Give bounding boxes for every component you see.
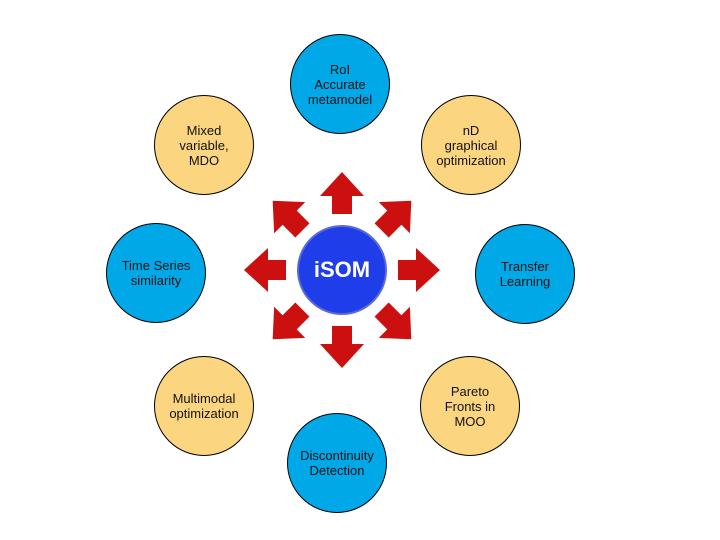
node-label: Transfer Learning: [499, 259, 551, 289]
arrow-right: [398, 248, 440, 292]
node-multimodal-optimization: Multimodal optimization: [154, 356, 254, 456]
node-nd-graphical-optimization: nD graphical optimization: [421, 95, 521, 195]
arrow-up-left: [272, 200, 310, 238]
node-label: Discontinuity Detection: [300, 448, 374, 478]
node-label: RoI Accurate metamodel: [307, 61, 373, 107]
arrow-down-left: [272, 302, 310, 340]
node-label: Multimodal optimization: [169, 391, 239, 421]
node-label: Time Series similarity: [121, 258, 191, 288]
node-transfer-learning: Transfer Learning: [475, 224, 575, 324]
node-discontinuity-detection: Discontinuity Detection: [287, 413, 387, 513]
arrow-up: [320, 172, 364, 214]
hub-isom: iSOM: [297, 225, 387, 315]
arrow-down: [320, 326, 364, 368]
node-pareto-fronts: Pareto Fronts in MOO: [420, 356, 520, 456]
arrow-up-right: [374, 200, 412, 238]
node-time-series-similarity: Time Series similarity: [106, 223, 206, 323]
node-roi-metamodel: RoI Accurate metamodel: [290, 34, 390, 134]
hub-label: iSOM: [313, 257, 371, 282]
node-label: Pareto Fronts in MOO: [444, 383, 496, 429]
node-label: Mixed variable, MDO: [179, 122, 229, 168]
arrow-down-right: [374, 302, 412, 340]
node-label: nD graphical optimization: [436, 122, 506, 168]
node-mixed-variable-mdo: Mixed variable, MDO: [154, 95, 254, 195]
arrow-left: [244, 248, 286, 292]
